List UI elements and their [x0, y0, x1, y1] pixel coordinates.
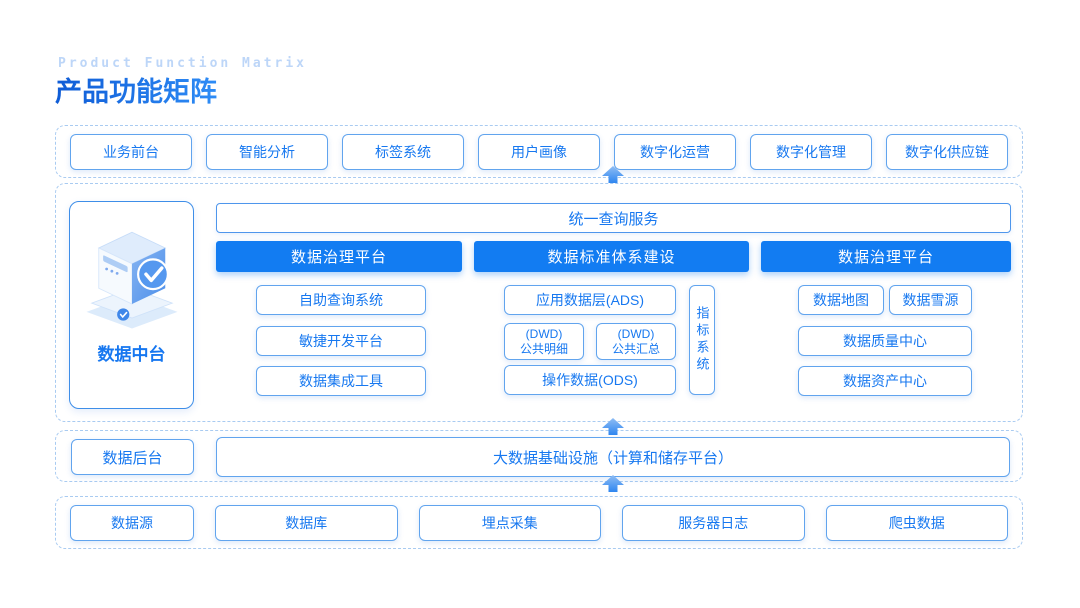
big-data-infrastructure-bar: 大数据基础设施（计算和储存平台）	[216, 437, 1010, 477]
data-lineage-box: 数据雪源	[889, 285, 972, 315]
governance-item: 敏捷开发平台	[256, 326, 426, 356]
governance-item: 数据集成工具	[256, 366, 426, 396]
source-row-item: 数据源	[70, 504, 194, 541]
data-middle-platform-section: 数据中台 统一查询服务 数据治理平台 数据标准体系建设 数据治理平台 自助查询系…	[55, 183, 1023, 422]
unified-query-bar: 统一查询服务	[216, 203, 1011, 233]
dwd-detail-line2: 公共明细	[519, 341, 568, 356]
ads-layer-box: 应用数据层(ADS)	[504, 285, 676, 315]
business-front-section: 业务前台 智能分析 标签系统 用户画像 数字化运营 数字化管理 数字化供应链	[55, 125, 1023, 178]
backend-label-box: 数据后台	[71, 439, 194, 475]
column-header-governance: 数据治理平台	[216, 241, 462, 272]
data-platform-label: 数据中台	[97, 345, 166, 364]
dwd-summary-line1: (DWD)	[617, 326, 655, 341]
front-row-item: 数字化供应链	[886, 133, 1008, 170]
data-source-section: 数据源 数据库 埋点采集 服务器日志 爬虫数据	[55, 496, 1023, 549]
column-header-governance-2: 数据治理平台	[761, 241, 1011, 272]
dwd-summary-line2: 公共汇总	[611, 341, 660, 356]
front-row-item: 业务前台	[70, 133, 192, 170]
data-asset-center-box: 数据资产中心	[798, 366, 972, 396]
data-platform-card: 数据中台	[69, 201, 194, 409]
column-header-standard-system: 数据标准体系建设	[474, 241, 749, 272]
source-row-item: 数据库	[215, 504, 398, 541]
up-arrow-icon	[602, 166, 624, 183]
subtitle-en: Product Function Matrix	[58, 56, 308, 71]
data-quality-center-box: 数据质量中心	[798, 326, 972, 356]
up-arrow-icon	[602, 418, 624, 435]
front-row-item: 智能分析	[206, 133, 328, 170]
front-row-item: 标签系统	[342, 133, 464, 170]
page-title: 产品功能矩阵	[55, 70, 217, 109]
data-platform-cube-icon	[77, 220, 187, 332]
data-map-box: 数据地图	[798, 285, 884, 315]
indicator-system-box: 指标系统	[689, 285, 715, 395]
source-row-item: 爬虫数据	[825, 504, 1008, 541]
source-row-item: 服务器日志	[622, 504, 805, 541]
front-row-item: 用户画像	[478, 133, 600, 170]
dwd-detail-box: (DWD) 公共明细	[504, 323, 584, 360]
ods-layer-box: 操作数据(ODS)	[504, 365, 676, 395]
up-arrow-icon	[602, 475, 624, 492]
dwd-detail-line1: (DWD)	[525, 326, 563, 341]
data-backend-section: 数据后台 大数据基础设施（计算和储存平台）	[55, 430, 1023, 482]
governance-item: 自助查询系统	[256, 285, 426, 315]
front-row-item: 数字化管理	[750, 133, 872, 170]
source-row-item: 埋点采集	[418, 504, 601, 541]
dwd-summary-box: (DWD) 公共汇总	[596, 323, 676, 360]
front-row-item: 数字化运营	[614, 133, 736, 170]
